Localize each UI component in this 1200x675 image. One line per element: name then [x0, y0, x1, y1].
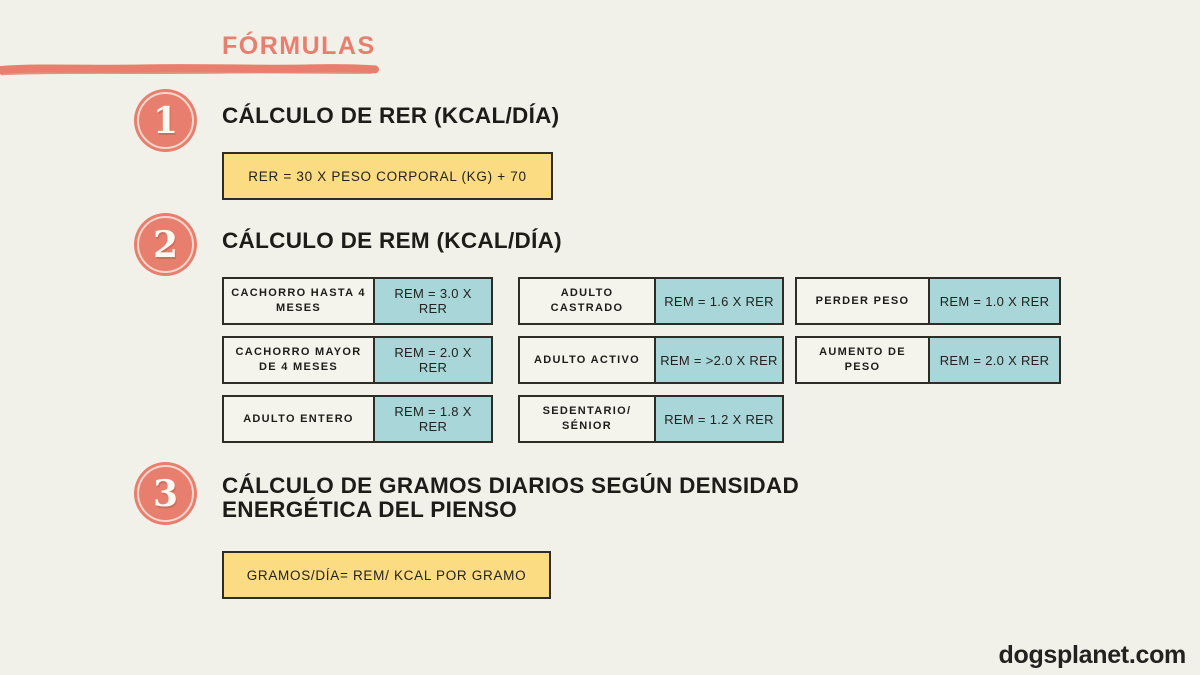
- rem-category-label: PERDER PESO: [795, 277, 930, 325]
- section-number-badge-1: 1: [134, 89, 197, 152]
- rem-formula-value: REM = >2.0 X RER: [656, 336, 784, 384]
- rem-pair-adulto-entero: ADULTO ENTERO REM = 1.8 X RER: [222, 395, 493, 443]
- rem-formula-value: REM = 1.0 X RER: [930, 277, 1061, 325]
- rem-category-label: CACHORRO MAYOR DE 4 MESES: [222, 336, 375, 384]
- rer-formula-box: RER = 30 X PESO CORPORAL (KG) + 70: [222, 152, 553, 200]
- rem-formula-value: REM = 3.0 X RER: [375, 277, 493, 325]
- page-title: FÓRMULAS: [222, 32, 376, 60]
- rem-pair-perder-peso: PERDER PESO REM = 1.0 X RER: [795, 277, 1061, 325]
- rem-pair-adulto-activo: ADULTO ACTIVO REM = >2.0 X RER: [518, 336, 784, 384]
- rem-formula-value: REM = 1.6 X RER: [656, 277, 784, 325]
- rem-category-label: ADULTO CASTRADO: [518, 277, 656, 325]
- section-heading-rer: CÁLCULO DE RER (KCAL/DÍA): [222, 103, 560, 128]
- section-heading-rem: CÁLCULO DE REM (KCAL/DÍA): [222, 228, 562, 253]
- section-heading-gramos: CÁLCULO DE GRAMOS DIARIOS SEGÚN DENSIDAD…: [222, 473, 800, 522]
- section-number-3: 3: [152, 472, 179, 515]
- rem-formula-value: REM = 1.8 X RER: [375, 395, 493, 443]
- gramos-formula-box: GRAMOS/DÍA= REM/ KCAL POR GRAMO: [222, 551, 551, 599]
- rem-category-label: SEDENTARIO/ SÉNIOR: [518, 395, 656, 443]
- rem-category-label: ADULTO ENTERO: [222, 395, 375, 443]
- rem-category-label: AUMENTO DE PESO: [795, 336, 930, 384]
- brush-stroke-underline: [0, 64, 379, 76]
- rem-category-label: CACHORRO HASTA 4 MESES: [222, 277, 375, 325]
- brand-logo: dogsplanet.com: [998, 641, 1187, 669]
- rem-pair-cachorro-mayor-4-meses: CACHORRO MAYOR DE 4 MESES REM = 2.0 X RE…: [222, 336, 493, 384]
- rem-pair-aumento-de-peso: AUMENTO DE PESO REM = 2.0 X RER: [795, 336, 1061, 384]
- section-number-badge-3: 3: [134, 462, 197, 525]
- rer-formula-text: RER = 30 X PESO CORPORAL (KG) + 70: [248, 168, 527, 184]
- rem-category-label: ADULTO ACTIVO: [518, 336, 656, 384]
- section-number-badge-2: 2: [134, 213, 197, 276]
- rem-pair-sedentario-senior: SEDENTARIO/ SÉNIOR REM = 1.2 X RER: [518, 395, 784, 443]
- rem-formula-value: REM = 2.0 X RER: [375, 336, 493, 384]
- gramos-formula-text: GRAMOS/DÍA= REM/ KCAL POR GRAMO: [246, 567, 527, 583]
- rem-pair-cachorro-hasta-4-meses: CACHORRO HASTA 4 MESES REM = 3.0 X RER: [222, 277, 493, 325]
- rem-formula-value: REM = 1.2 X RER: [656, 395, 784, 443]
- rem-formula-value: REM = 2.0 X RER: [930, 336, 1061, 384]
- rem-pair-adulto-castrado: ADULTO CASTRADO REM = 1.6 X RER: [518, 277, 784, 325]
- section-number-2: 2: [152, 223, 179, 266]
- section-number-1: 1: [152, 99, 179, 142]
